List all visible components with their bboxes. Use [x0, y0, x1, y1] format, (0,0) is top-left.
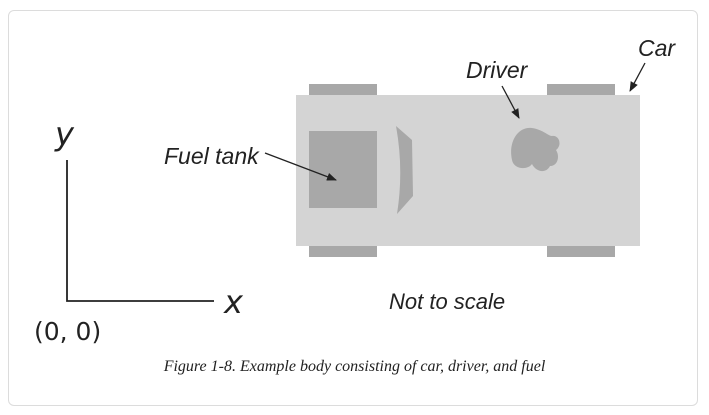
wheel-front-bottom	[547, 246, 615, 257]
x-axis-label: x	[223, 283, 244, 321]
seat-shape	[396, 126, 413, 214]
driver-label: Driver	[466, 57, 529, 83]
fuel-tank-label: Fuel tank	[164, 143, 260, 169]
wheel-rear-bottom	[309, 246, 377, 257]
wheel-rear-top	[309, 84, 377, 95]
fuel-tank-arrow	[264, 152, 337, 181]
driver-shape	[511, 127, 560, 172]
origin-label: (0, 0)	[34, 317, 101, 346]
driver-arrow	[501, 85, 520, 119]
wheel-front-top	[547, 84, 615, 95]
figure-caption: Figure 1-8. Example body consisting of c…	[163, 358, 546, 375]
car-arrow	[629, 62, 646, 92]
fuel-tank-shape	[309, 131, 377, 208]
not-to-scale-label: Not to scale	[389, 289, 505, 314]
axes-lines	[66, 160, 214, 302]
car-label: Car	[638, 35, 676, 61]
y-axis-label: y	[54, 115, 75, 153]
